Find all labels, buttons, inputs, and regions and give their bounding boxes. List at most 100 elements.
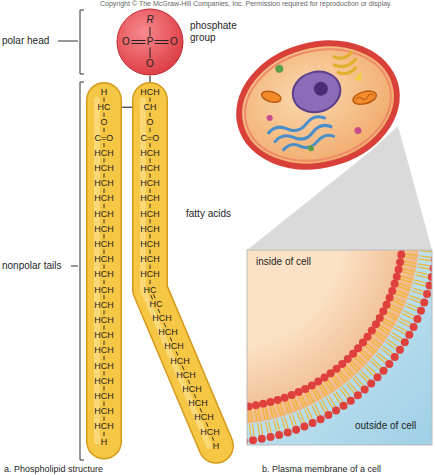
illustration-line (322, 384, 328, 394)
illustration-circle (428, 273, 432, 281)
illustration-line (353, 378, 361, 387)
illustration-line (376, 355, 385, 363)
atom-label: HCH (140, 148, 160, 157)
atom-label: HCH (140, 224, 160, 233)
illustration-path (104, 417, 105, 421)
illustration-line (374, 334, 384, 341)
illustration-path (188, 380, 190, 384)
illustration-line (313, 390, 319, 401)
illustration-path (150, 100, 216, 446)
illustration-circle (307, 145, 314, 152)
illustration-circle (423, 290, 431, 298)
illustration-path (150, 234, 151, 238)
illustration-line (285, 402, 289, 413)
illustration-line (266, 422, 268, 434)
illustration-line (265, 407, 268, 419)
illustration-line (373, 359, 382, 367)
illustration-line (402, 272, 414, 275)
illustration-line (277, 404, 280, 415)
illustration-path (104, 204, 105, 208)
illustration-circle (354, 391, 362, 399)
illustration-line (338, 373, 345, 382)
illustration-line (412, 288, 423, 292)
illustration-line (357, 355, 366, 363)
illustration-path (150, 98, 151, 102)
illustration-path (150, 250, 151, 254)
illustration-circle (347, 397, 355, 405)
illustration-path (150, 100, 216, 446)
illustration-circle (405, 331, 413, 339)
atom-label: HC (150, 299, 163, 308)
illustration-circle (386, 294, 394, 302)
cell-illustration (225, 26, 411, 183)
illustration-line (269, 421, 272, 433)
illustration-line (419, 256, 431, 258)
illustration-circle (420, 299, 428, 307)
illustration-line (349, 382, 357, 391)
illustration-line (383, 346, 393, 353)
atom-label: H (101, 437, 108, 446)
illustration-path (150, 128, 151, 132)
illustration-ellipse (260, 89, 282, 104)
atom-label: O (122, 37, 130, 47)
illustration-path (182, 366, 184, 370)
atom-label: R (146, 15, 153, 25)
illustration-line (340, 371, 348, 380)
illustration-line (344, 368, 352, 377)
illustration-circle (309, 419, 317, 427)
illustration-line (415, 280, 427, 283)
atom-label: HCH (182, 385, 202, 394)
atom-label: C=O (95, 133, 114, 142)
illustration-line (399, 321, 410, 327)
illustration-path (353, 72, 363, 83)
atom-label: HCH (94, 224, 114, 233)
illustration-circle (324, 411, 332, 419)
illustration-line (255, 409, 257, 421)
illustration-line (420, 251, 432, 252)
illustration-line (365, 367, 374, 375)
illustration-line (315, 388, 321, 398)
part-label: inside of cell (256, 256, 311, 268)
illustration-line (383, 321, 393, 327)
illustration-line (258, 409, 260, 421)
illustration-path (104, 143, 105, 147)
atom-label: HCH (152, 314, 172, 323)
atom-label: HC (144, 285, 157, 294)
illustration-circle (385, 360, 393, 368)
illustration-line (261, 423, 263, 435)
illustration-circle (413, 315, 421, 323)
illustration-path (104, 113, 105, 117)
illustration-line (390, 335, 400, 341)
illustration-line (297, 412, 301, 423)
illustration-circle (266, 114, 273, 121)
panel-caption: b. Plasma membrane of a cell (262, 464, 381, 474)
atom-label: HCH (164, 342, 184, 351)
illustration-line (299, 396, 304, 407)
leader-line (71, 266, 78, 267)
illustration-line (347, 384, 354, 393)
illustration-circle (361, 386, 369, 394)
atom-label: HCH (158, 328, 178, 337)
illustration-path (104, 386, 105, 390)
atom-label: HCH (94, 316, 114, 325)
illustration-circle (288, 391, 296, 399)
illustration-line (355, 376, 363, 385)
illustration-line (292, 399, 296, 410)
illustration-path (164, 323, 166, 327)
illustration-line (336, 392, 343, 402)
illustration-circle (259, 400, 267, 408)
illustration-line (418, 264, 430, 266)
illustration-ellipse (233, 34, 404, 177)
illustration-line (416, 272, 428, 275)
leader-line (58, 41, 78, 42)
illustration-line (406, 306, 417, 311)
illustration-line (370, 340, 380, 347)
illustration-line (409, 298, 420, 302)
illustration-line (398, 286, 409, 290)
atom-label: HC (98, 103, 111, 112)
illustration-line (360, 352, 369, 360)
illustration-path (150, 174, 151, 178)
illustration-circle (417, 307, 425, 315)
illustration-path (88, 100, 121, 442)
illustration-path (104, 158, 105, 162)
